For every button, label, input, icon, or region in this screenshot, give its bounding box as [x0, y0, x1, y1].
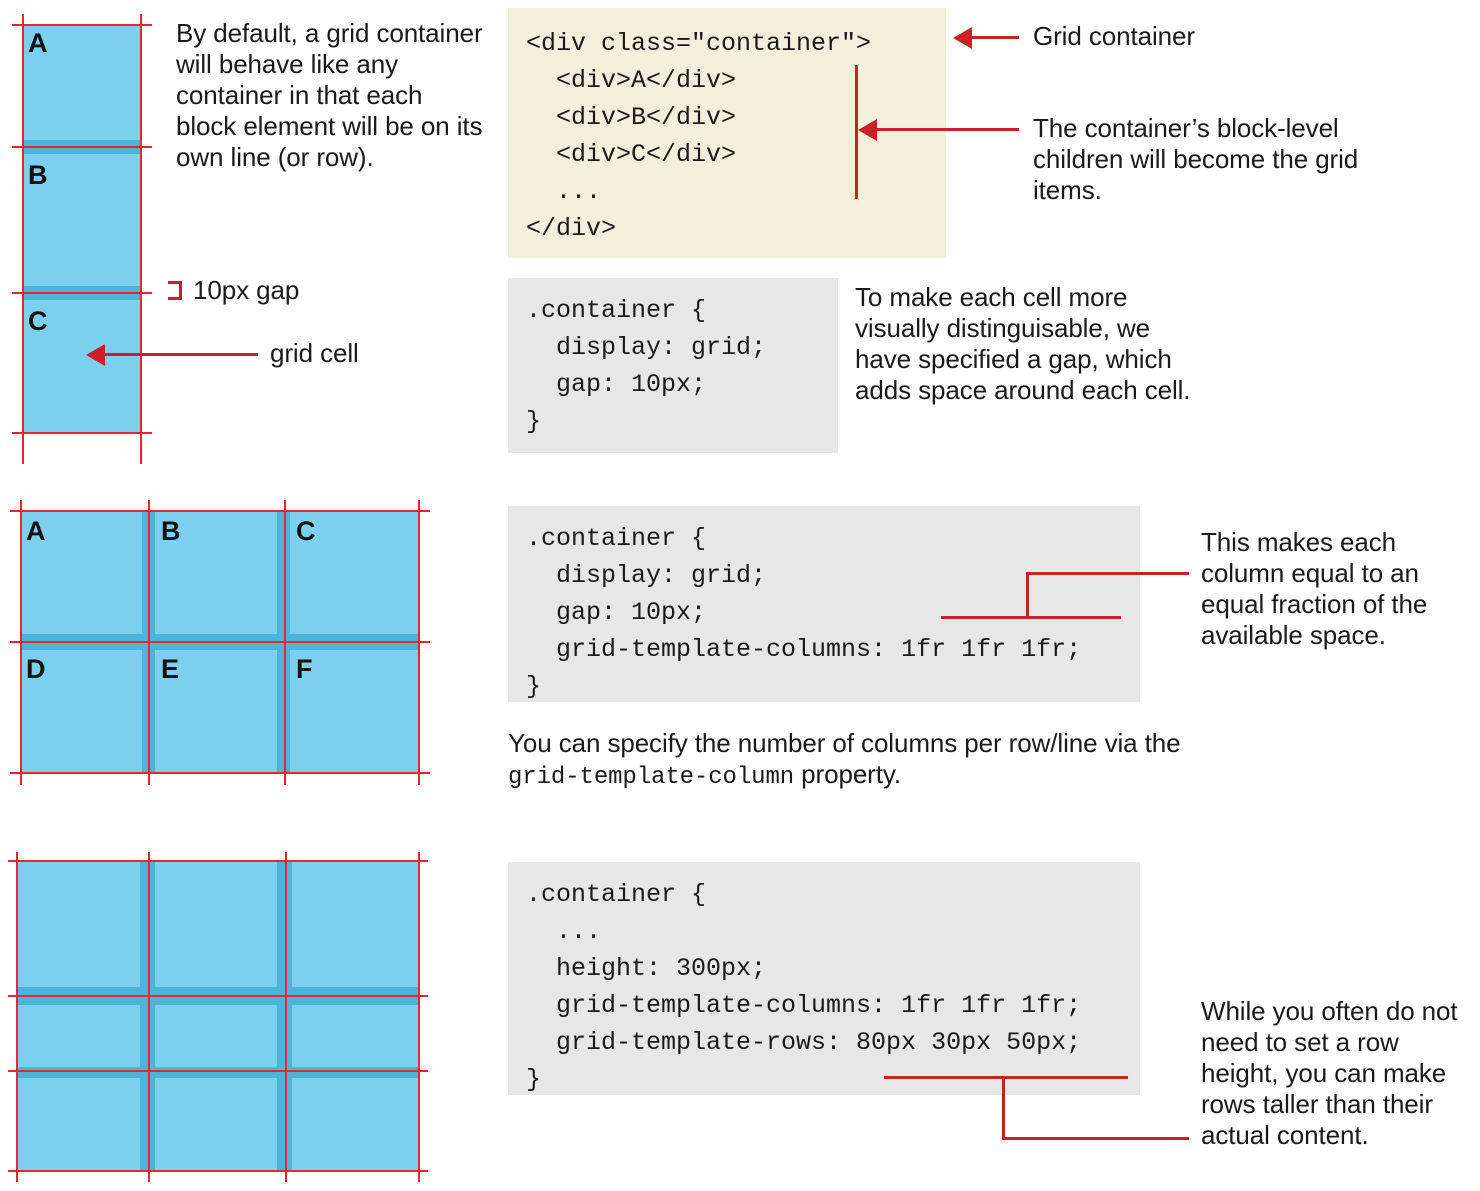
- css-code-2-line-2: display: grid;: [526, 561, 767, 590]
- css-code-3-line-5: grid-template-rows: 80px 30px 50px;: [526, 1028, 1082, 1057]
- section1-paragraph: By default, a grid container will behave…: [176, 18, 483, 172]
- grid-container-leader-line: [971, 36, 1019, 39]
- grid3-cell-r1c1: [18, 860, 140, 987]
- section2-note-prefix: You can specify the number of columns pe…: [508, 728, 1181, 758]
- columns-callout: This makes each column equal to an equal…: [1201, 527, 1428, 650]
- css-code-2-line-4: grid-template-columns: 1fr 1fr 1fr;: [526, 635, 1082, 664]
- gap-label: 10px gap: [193, 275, 300, 305]
- grid3-line-col2: [285, 852, 287, 1182]
- css-code-3-line-6: }: [526, 1065, 542, 1094]
- css-code-2-line-1: .container {: [526, 524, 707, 553]
- grid2-line-mid: [10, 641, 430, 643]
- grid-cell-label-b2: B: [161, 516, 181, 546]
- grid-cell-a: [22, 24, 142, 140]
- grid-line-right: [140, 14, 142, 464]
- css-code-1-line-1: .container {: [526, 296, 707, 325]
- grid-container-arrowhead-icon: [953, 27, 972, 49]
- grid2-line-col1: [148, 500, 150, 785]
- grid3-line-top: [8, 860, 428, 862]
- rows-callout: While you often do not need to set a row…: [1201, 996, 1458, 1150]
- grid-cell-label-f2: F: [296, 654, 313, 684]
- grid2-line-top: [10, 510, 430, 512]
- css-code-1-line-4: }: [526, 407, 542, 436]
- css-note-1: To make each cell more visually distingu…: [855, 282, 1191, 405]
- section2-note: You can specify the number of columns pe…: [508, 728, 1208, 793]
- grid-cell-label-b: B: [28, 160, 48, 190]
- css-code-block-1: .container { display: grid; gap: 10px; }: [508, 278, 838, 453]
- grid3-line-r1: [8, 995, 428, 997]
- grid-cell-c: [22, 300, 142, 432]
- children-leader-line: [876, 128, 1019, 131]
- grid-line-row1: [12, 146, 152, 148]
- grid3-cell-r1c3: [292, 860, 418, 987]
- css-code-3-line-2: ...: [526, 917, 602, 946]
- gap-bracket-icon: [168, 281, 182, 300]
- rows-underline: [884, 1076, 1128, 1079]
- html-code-block: <div class="container"> <div>A</div> <di…: [508, 8, 946, 258]
- grid3-line-col1: [148, 852, 150, 1182]
- css-code-block-2: .container { display: grid; gap: 10px; g…: [508, 506, 1140, 702]
- grid-cell-label: grid cell: [270, 338, 359, 368]
- grid-cell-f2: [290, 650, 420, 772]
- grid3-line-col3: [418, 852, 420, 1182]
- grid-cell-label-a2: A: [26, 516, 46, 546]
- grid-cell-leader-line: [104, 353, 258, 356]
- grid-cell-b: [22, 154, 142, 286]
- children-arrowhead-icon: [858, 119, 877, 141]
- children-brace-line: [855, 65, 858, 199]
- section2-note-mono: grid-template-column: [508, 764, 795, 791]
- grid3-line-bottom: [8, 1170, 428, 1172]
- grid2-line-col3: [418, 500, 420, 785]
- grid-cell-label-a: A: [28, 28, 48, 58]
- grid-cell-label-c2: C: [296, 516, 316, 546]
- css-code-2-line-5: }: [526, 672, 542, 701]
- css-code-2-line-3: gap: 10px;: [526, 598, 707, 627]
- grid-cell-a2: [20, 512, 142, 634]
- grid-cell-label-c: C: [28, 306, 48, 336]
- grid3-cell-r2c2: [155, 1005, 277, 1067]
- grid-cell-arrowhead-icon: [86, 344, 105, 366]
- grid2-line-col0: [20, 500, 22, 785]
- columns-underline: [941, 616, 1121, 619]
- grid-cell-c2: [290, 512, 420, 634]
- section2-note-suffix: property.: [794, 759, 901, 789]
- grid3-cell-r1c2: [155, 860, 277, 987]
- grid-cell-d2: [20, 650, 142, 772]
- grid-line-row2: [12, 292, 152, 294]
- grid-cell-label-d2: D: [26, 654, 46, 684]
- grid3-cell-r3c2: [155, 1078, 277, 1170]
- grid3-cell-r2c3: [292, 1005, 418, 1067]
- grid3-cell-r3c1: [18, 1078, 140, 1170]
- columns-stem: [1026, 572, 1029, 618]
- grid3-line-col0: [16, 852, 18, 1182]
- rows-stem: [1002, 1076, 1005, 1139]
- grid-figure-three-row: [0, 840, 460, 1191]
- grid3-cell-r2c1: [18, 1005, 140, 1067]
- grid-container-callout: Grid container: [1033, 21, 1195, 51]
- css-code-3-line-3: height: 300px;: [526, 954, 767, 983]
- rows-leader-line: [1002, 1137, 1189, 1140]
- css-code-block-3: .container { ... height: 300px; grid-tem…: [508, 862, 1140, 1095]
- grid-figure-two-row: A B C D E F: [0, 480, 460, 790]
- children-callout: The container’s block-level children wil…: [1033, 113, 1359, 205]
- css-code-3-line-1: .container {: [526, 880, 707, 909]
- grid3-cell-r3c3: [292, 1078, 418, 1170]
- css-code-1-line-2: display: grid;: [526, 333, 767, 362]
- grid-cell-e2: [155, 650, 277, 772]
- grid-line-left: [22, 14, 24, 464]
- css-code-3-line-4: grid-template-columns: 1fr 1fr 1fr;: [526, 991, 1082, 1020]
- grid3-line-r2: [8, 1070, 428, 1072]
- columns-leader-line: [1026, 572, 1189, 575]
- grid2-line-col2: [284, 500, 286, 785]
- grid-line-top: [12, 24, 152, 26]
- grid2-line-bottom: [10, 772, 430, 774]
- grid-cell-label-e2: E: [161, 654, 180, 684]
- css-code-1-line-3: gap: 10px;: [526, 370, 707, 399]
- grid-figure-single-column: A B C: [0, 0, 200, 464]
- html-code-text: <div class="container"> <div>A</div> <di…: [526, 29, 872, 243]
- grid-cell-b2: [155, 512, 277, 634]
- grid-line-bottom: [12, 432, 152, 434]
